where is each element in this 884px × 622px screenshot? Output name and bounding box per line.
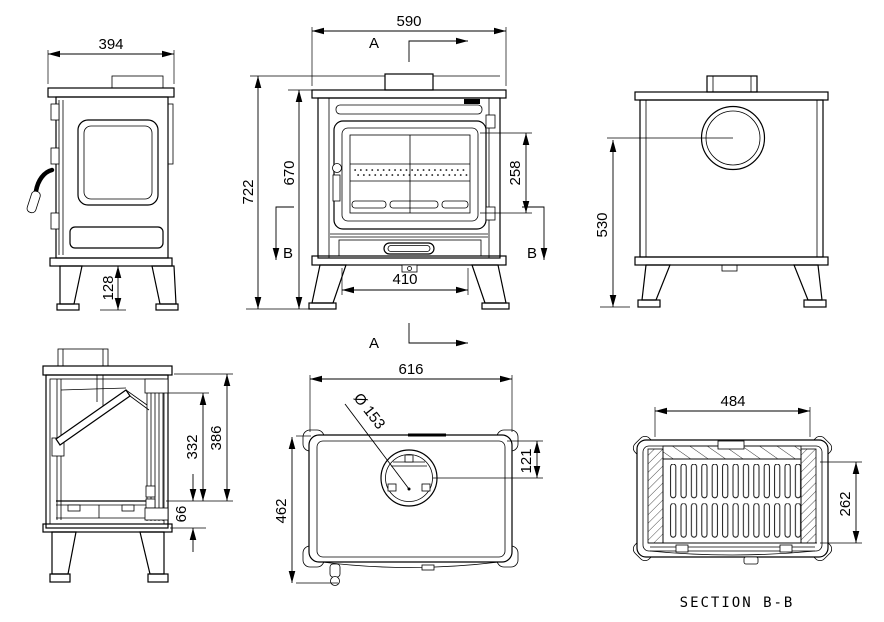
section-a-marker-top: A: [369, 35, 468, 62]
dim-text-462: 462: [273, 498, 290, 523]
dim-top-width: 616: [309, 361, 513, 432]
section-a-label-top: A: [369, 35, 379, 52]
dim-rear-flue-height: 530: [594, 140, 630, 308]
dim-side-width: 394: [47, 36, 175, 84]
dim-text-410: 410: [392, 271, 417, 288]
dim-front-width: 590: [311, 13, 507, 86]
dim-secside-66: 66: [170, 474, 206, 552]
section-b-marker-right: B: [522, 206, 548, 262]
dim-text-66: 66: [173, 506, 190, 523]
rear-view: 530: [594, 75, 829, 308]
dim-text-670: 670: [281, 160, 298, 185]
dim-side-leg-height: 128: [100, 266, 126, 311]
dim-front-glass-height: 258: [480, 132, 532, 214]
section-a-marker-bottom: A: [369, 323, 468, 352]
top-view: 616 462 121 Ø 153: [273, 361, 543, 586]
dim-text-332: 332: [184, 434, 201, 459]
dim-front-total-height: 722: [240, 75, 318, 310]
dim-front-leg-span: 410: [341, 268, 469, 295]
side-view: 394 128: [26, 36, 179, 311]
dim-text-128: 128: [100, 275, 117, 300]
section-a-label-bottom: A: [369, 335, 379, 352]
dim-secside-332: 332: [168, 392, 209, 501]
dim-text-121: 121: [518, 448, 535, 473]
dim-text-530: 530: [594, 212, 611, 237]
dim-secbb-depth: 262: [820, 461, 862, 544]
dim-text-386: 386: [208, 425, 225, 450]
dim-secbb-width: 484: [654, 393, 811, 437]
dim-text-616: 616: [398, 361, 423, 378]
dim-text-394: 394: [98, 36, 123, 53]
section-bb-title: SECTION B-B: [680, 595, 795, 611]
dim-top-depth: 462: [273, 435, 338, 584]
section-side-view: 386 332 66: [42, 348, 233, 583]
section-bb-view: 484 262 SECTION B-B: [632, 393, 862, 611]
dim-text-258: 258: [507, 160, 524, 185]
front-view: 590 722 670 258 410 A: [240, 13, 548, 352]
dim-text-262: 262: [837, 491, 854, 516]
dim-text-flue-dia: Ø 153: [350, 390, 389, 433]
dim-text-590: 590: [396, 13, 421, 30]
section-b-label-left: B: [283, 245, 293, 262]
dim-text-722: 722: [240, 179, 257, 204]
section-b-label-right: B: [527, 245, 537, 262]
dim-text-484: 484: [720, 393, 745, 410]
dim-top-flue-offset: 121: [433, 440, 543, 479]
dim-secside-386: 386: [166, 373, 233, 502]
section-b-marker-left: B: [272, 206, 294, 262]
dim-front-body-height: 670: [281, 89, 316, 309]
